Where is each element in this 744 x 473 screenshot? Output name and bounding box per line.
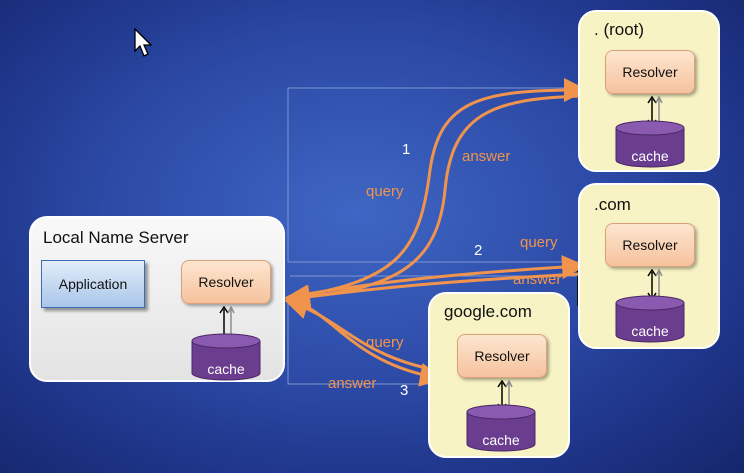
step-3-query-label: query (366, 334, 404, 351)
com-resolver-cache-arrows (647, 269, 663, 301)
root-cache-label: cache (631, 148, 669, 164)
query-arrow-root (285, 78, 588, 300)
com-server-box: .com Resolver cache (578, 183, 720, 349)
step-3-number: 3 (400, 382, 409, 399)
mouse-pointer-icon (134, 27, 153, 57)
google-cache: cache (466, 404, 536, 452)
step-2-query-label: query (520, 234, 558, 251)
com-resolver: Resolver (605, 223, 695, 267)
step-3-answer-label: answer (328, 375, 377, 392)
guide-line-upper (287, 87, 578, 262)
answer-arrow-google (284, 296, 437, 372)
local-resolver: Resolver (181, 260, 271, 304)
local-name-server-box: Local Name Server Application Resolver c… (29, 216, 285, 382)
com-cache: cache (615, 295, 685, 343)
step-2-number: 2 (474, 242, 483, 259)
local-cache: cache (191, 333, 261, 381)
answer-arrow-com (286, 272, 581, 309)
local-cache-label: cache (207, 361, 245, 377)
guide-line-lower (287, 300, 430, 385)
application-box: Application (41, 260, 145, 308)
google-resolver: Resolver (457, 334, 547, 378)
google-server-title: google.com (444, 302, 532, 321)
step-2-answer-label: answer (513, 271, 562, 288)
step-1-answer-label: answer (462, 148, 511, 165)
com-server-title: .com (594, 195, 631, 214)
query-arrow-com (287, 255, 586, 299)
com-cache-label: cache (631, 323, 669, 339)
root-server-title: . (root) (594, 20, 645, 39)
root-resolver: Resolver (605, 50, 695, 94)
cylinder-icon (191, 333, 261, 381)
cylinder-icon (615, 295, 685, 343)
google-cache-label: cache (482, 432, 520, 448)
step-1-query-label: query (366, 183, 404, 200)
root-cache: cache (615, 120, 685, 168)
cylinder-icon (466, 404, 536, 452)
root-server-box: . (root) Resolver cache (578, 10, 720, 172)
local-name-server-title: Local Name Server (43, 228, 189, 247)
cylinder-icon (615, 120, 685, 168)
google-server-box: google.com Resolver cache (428, 292, 570, 458)
step-1-number: 1 (402, 141, 411, 158)
